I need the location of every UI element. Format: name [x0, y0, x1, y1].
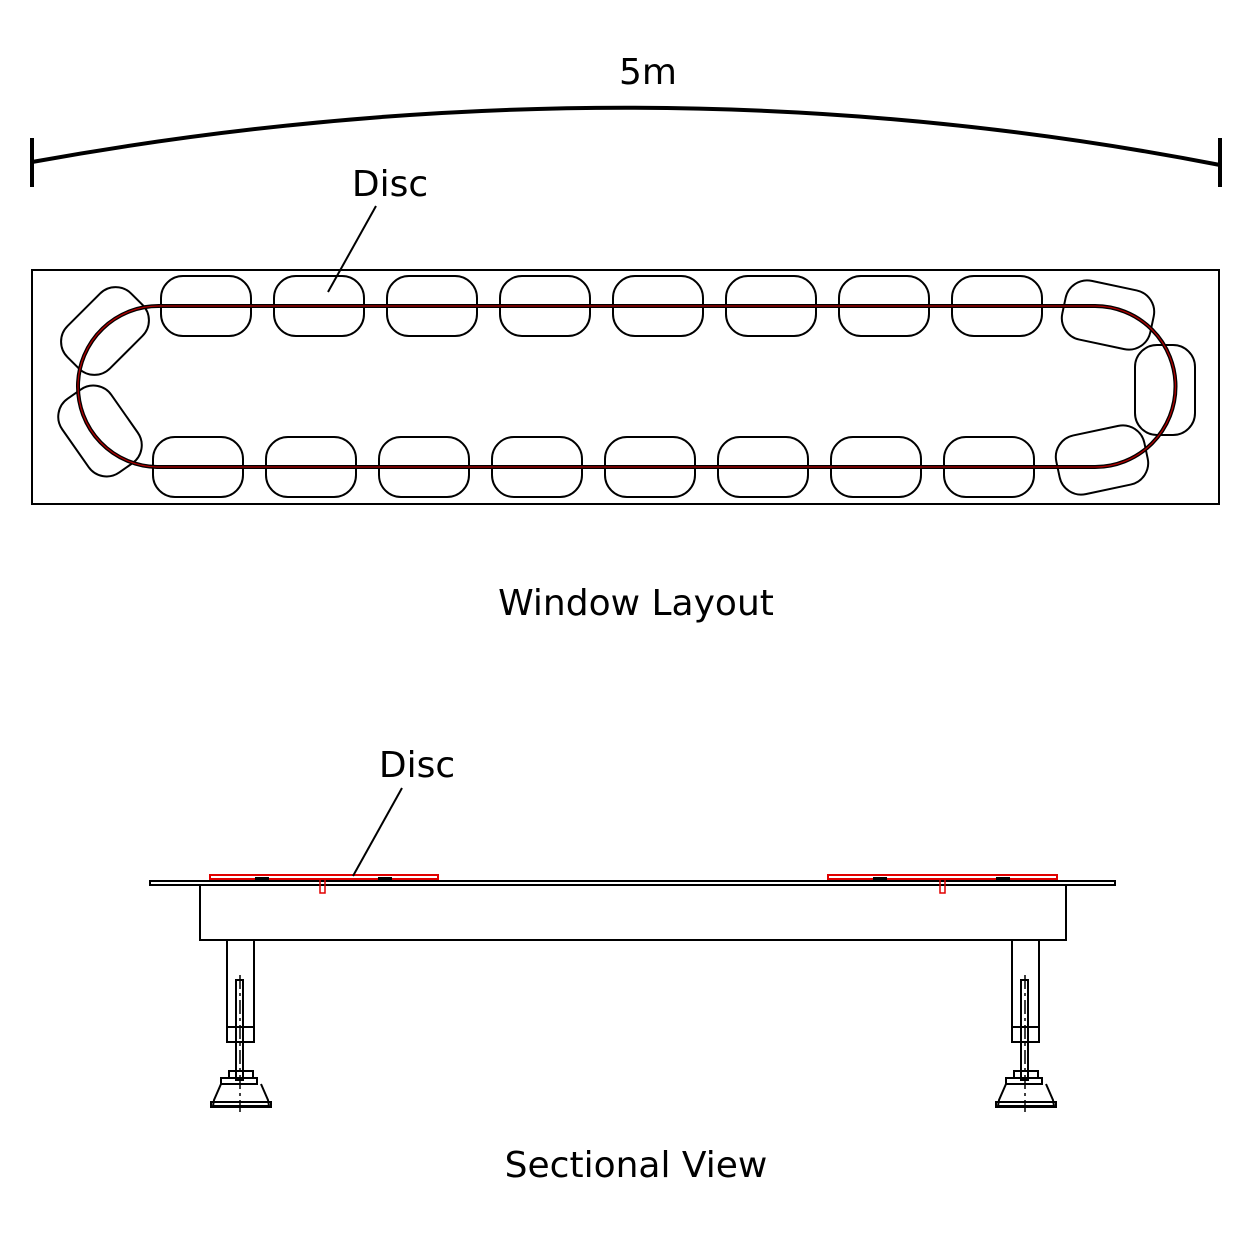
- window-frame: [31, 269, 1220, 505]
- sectional-discs: [209, 874, 1058, 894]
- disc: [57, 384, 143, 478]
- disc: [60, 286, 150, 376]
- disc: [1054, 424, 1150, 496]
- disc: [1060, 279, 1156, 351]
- disc: [1134, 344, 1196, 436]
- sectional-view-title: Sectional View: [505, 1145, 768, 1186]
- leveling-foot: [210, 939, 272, 1112]
- disc-leader-line-section: [352, 787, 403, 877]
- leveling-legs: [210, 939, 1057, 1112]
- window-layout-title: Window Layout: [498, 583, 774, 624]
- disc-label-section: Disc: [379, 745, 455, 786]
- dimension-arc: [30, 105, 1222, 187]
- disc-label-layout: Disc: [352, 164, 428, 205]
- leveling-foot: [995, 939, 1057, 1112]
- disc-leader-line: [327, 205, 377, 293]
- dimension-label: 5m: [619, 52, 677, 93]
- sectional-table: [149, 880, 1116, 941]
- track-red-core: [77, 305, 1177, 468]
